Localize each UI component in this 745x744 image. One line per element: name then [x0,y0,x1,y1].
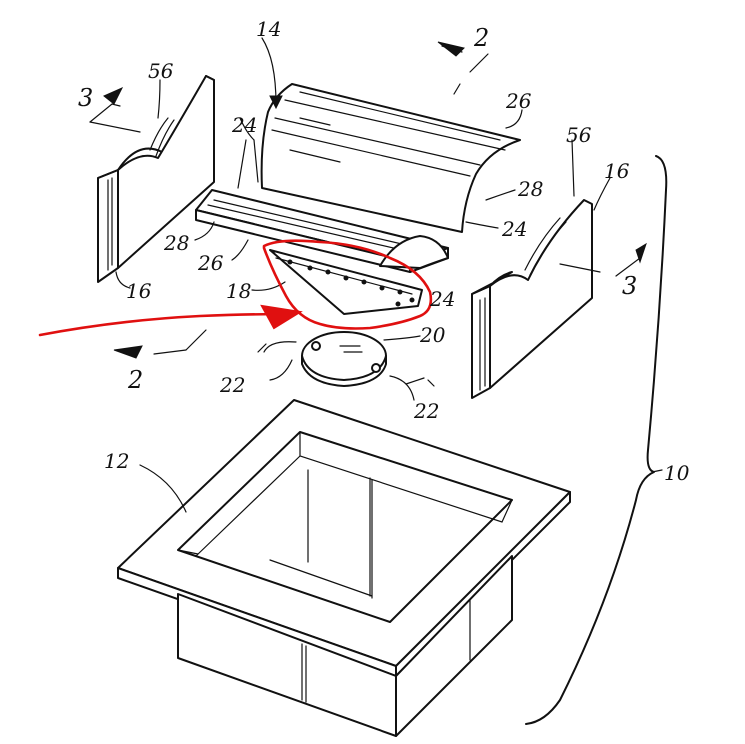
label-section-3-left: 3 [78,84,93,112]
assembly-brace [525,155,668,725]
section-markers [89,41,647,359]
triangular-bracket [269,249,423,315]
reference-labels: 14 56 26 24 56 16 28 24 28 26 16 18 24 2… [78,17,690,485]
label-28-left: 28 [163,231,189,255]
label-12: 12 [104,449,129,473]
label-16-left: 16 [126,279,152,303]
red-annotation [38,239,433,337]
label-22-right: 22 [413,399,439,423]
label-10: 10 [664,461,690,485]
label-26-left: 26 [197,251,224,275]
curved-shell [260,83,521,233]
right-end-plate [471,199,593,399]
label-14: 14 [256,17,281,41]
label-18: 18 [226,279,251,303]
lower-tray [117,399,571,737]
left-end-plate [97,75,215,283]
label-56-left: 56 [148,59,174,83]
label-22-left: 22 [219,373,245,397]
label-24-top: 24 [231,113,257,137]
label-20: 20 [419,323,446,347]
round-disk [301,331,387,387]
label-26-top: 26 [505,89,532,113]
leader-lines [115,37,663,513]
label-section-2-bottom: 2 [127,366,143,394]
label-28-right: 28 [517,177,543,201]
label-24-bottom: 24 [429,287,455,311]
label-section-2-top: 2 [473,24,489,52]
red-arrow-head [260,304,303,330]
label-56-right: 56 [566,123,592,147]
label-16-right: 16 [604,159,630,183]
label-24-right: 24 [501,217,527,241]
label-section-3-right: 3 [622,272,637,300]
